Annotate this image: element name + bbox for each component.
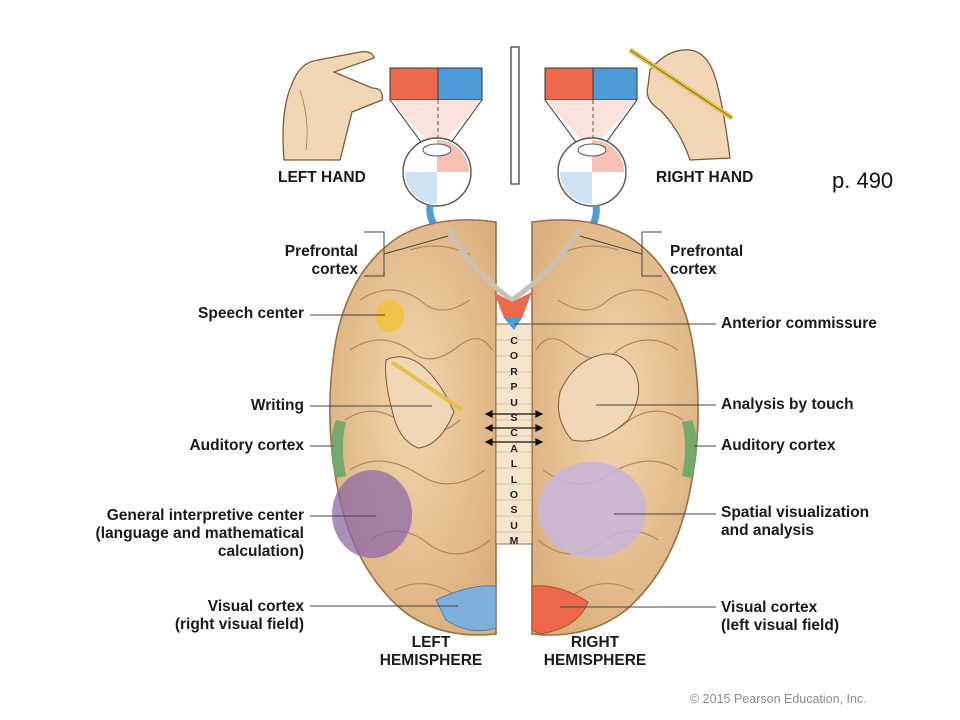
optic-chiasm	[445, 226, 583, 330]
left-hemisphere-line2: HEMISPHERE	[379, 652, 483, 669]
right-prefrontal-line2: cortex	[670, 261, 717, 278]
writing-label: Writing	[250, 397, 304, 414]
left-prefrontal-label: Prefrontal cortex	[250, 243, 358, 279]
left-prefrontal-line2: cortex	[311, 261, 358, 278]
cc-letter: U	[510, 519, 518, 532]
right-hemisphere-line1: RIGHT	[570, 634, 620, 651]
anterior-commissure-label: Anterior commissure	[721, 315, 877, 332]
right-visual-cortex-label: Visual cortex (left visual field)	[721, 599, 839, 635]
right-auditory-region	[682, 420, 697, 478]
right-visual-line2: (left visual field)	[721, 617, 839, 634]
right-prefrontal-label: Prefrontal cortex	[670, 243, 743, 279]
speech-center-region	[376, 300, 404, 332]
copyright-notice: © 2015 Pearson Education, Inc.	[690, 692, 867, 706]
cc-letter: A	[510, 442, 518, 455]
right-hemisphere-line2: HEMISPHERE	[543, 652, 647, 669]
left-auditory-label: Auditory cortex	[189, 437, 304, 454]
cc-letter: L	[510, 473, 518, 486]
cc-letter: O	[509, 350, 519, 363]
corpus-callosum	[495, 323, 533, 545]
left-visual-cortex-label: Visual cortex (right visual field)	[120, 598, 304, 634]
right-auditory-label: Auditory cortex	[721, 437, 836, 454]
left-visual-cortex-region	[435, 585, 497, 632]
analysis-by-touch-label: Analysis by touch	[721, 396, 854, 413]
interpretive-line3: calculation)	[217, 543, 304, 560]
cc-letter: P	[510, 381, 518, 394]
left-hand-illustration	[282, 50, 383, 161]
left-hemisphere-line1: LEFT	[411, 634, 451, 651]
cc-letter: C	[510, 335, 518, 347]
commissure-arrows	[484, 410, 544, 446]
left-prefrontal-line1: Prefrontal	[284, 243, 358, 260]
right-hand-illustration	[628, 47, 734, 161]
cc-letter: S	[510, 504, 518, 517]
cc-letter: C	[510, 427, 518, 440]
cc-letter: L	[510, 458, 518, 471]
speech-center-label: Speech center	[198, 305, 304, 322]
spatial-visualization-region	[538, 462, 646, 558]
page-reference: p. 490	[832, 168, 894, 193]
cc-letter: U	[510, 396, 518, 409]
cc-letter: O	[509, 489, 519, 502]
corpus-callosum-label: C O R P U S C A L L O S U M	[507, 334, 521, 550]
divider-screen	[510, 46, 520, 185]
cc-letter: M	[509, 535, 519, 548]
writing-hand-illustration	[385, 356, 464, 449]
spatial-visualization-label: Spatial visualization and analysis	[721, 504, 869, 540]
right-visual-line1: Visual cortex	[721, 599, 818, 616]
cc-letter: S	[510, 412, 518, 425]
left-hemisphere-label: LEFT HEMISPHERE	[366, 634, 496, 670]
touch-hand-illustration	[558, 353, 640, 442]
general-interpretive-region	[332, 470, 412, 558]
right-prefrontal-line1: Prefrontal	[670, 243, 744, 260]
interpretive-line1: General interpretive center	[106, 507, 304, 524]
left-visual-line2: (right visual field)	[174, 616, 304, 633]
left-visual-line1: Visual cortex	[207, 598, 304, 615]
right-eye	[557, 137, 627, 235]
spatial-line1: Spatial visualization	[721, 504, 870, 521]
general-interpretive-label: General interpretive center (language an…	[50, 507, 304, 561]
interpretive-line2: (language and mathematical	[95, 525, 304, 542]
left-auditory-region	[331, 420, 346, 478]
left-hand-label: LEFT HAND	[278, 169, 366, 186]
right-visual-cortex-region	[531, 585, 589, 635]
spatial-line2: and analysis	[721, 522, 815, 539]
cc-letter: R	[510, 365, 518, 378]
right-hand-label: RIGHT HAND	[656, 169, 754, 186]
left-eye	[402, 137, 472, 235]
right-hemisphere-label: RIGHT HEMISPHERE	[530, 634, 660, 670]
